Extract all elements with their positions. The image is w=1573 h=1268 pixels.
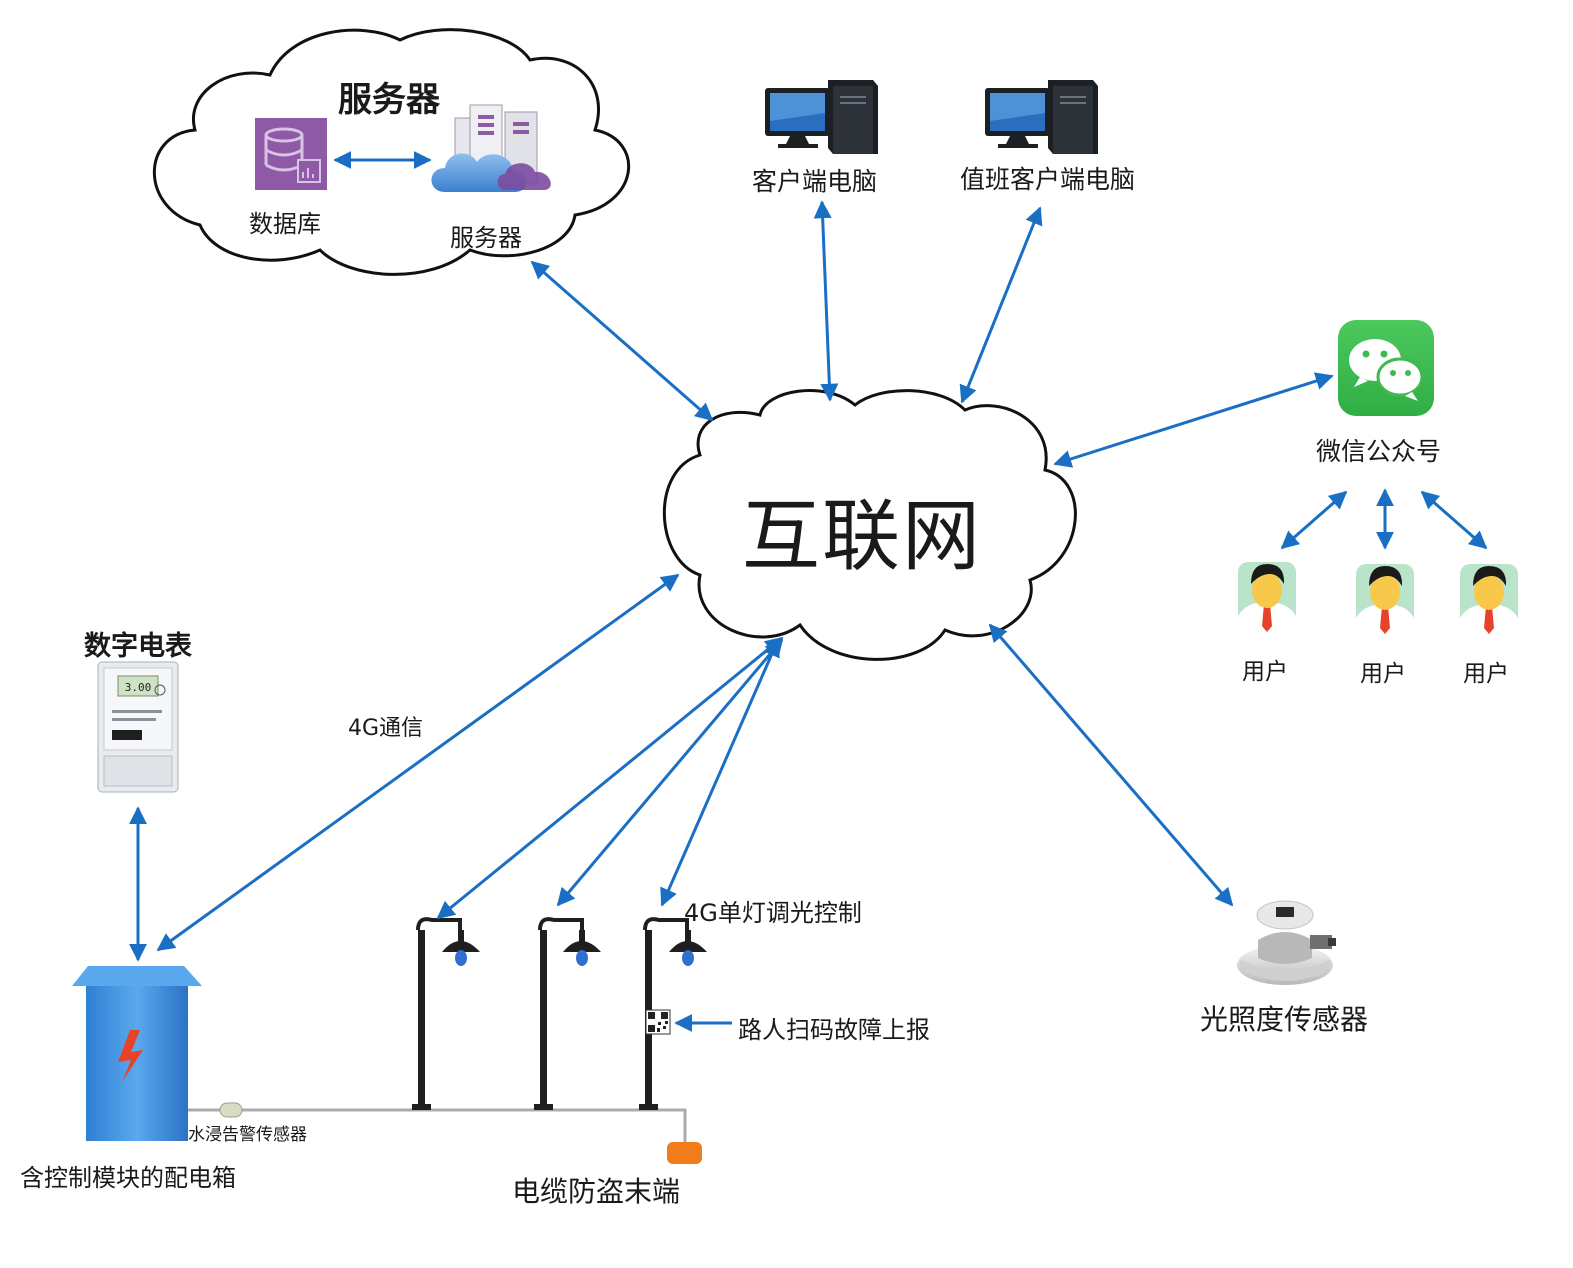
digital-meter-icon: 3.00 <box>97 661 179 793</box>
qr-code-icon <box>645 1009 671 1035</box>
light-sensor-label: 光照度传感器 <box>1200 1003 1369 1036</box>
client-pc-icon <box>765 80 878 154</box>
single-lamp-label: 4G单灯调光控制 <box>684 899 862 927</box>
meter-display: 3.00 <box>125 681 152 694</box>
duty-pc-icon <box>985 80 1098 154</box>
internet-label: 互联网 <box>742 492 983 582</box>
arrow-internet-lightsensor <box>988 623 1234 907</box>
arrow-dutypc-internet <box>959 206 1043 404</box>
arrow-wechat-user1 <box>1280 490 1348 550</box>
wechat-label: 微信公众号 <box>1316 437 1442 466</box>
comm-4g-label: 4G通信 <box>348 716 424 741</box>
qr-report-label: 路人扫码故障上报 <box>738 1016 930 1044</box>
arrow-server-internet <box>530 260 714 422</box>
distribution-cabinet-icon <box>72 966 202 1141</box>
arrow-internet-lamp1 <box>436 636 784 920</box>
database-label: 数据库 <box>249 210 321 238</box>
user-avatar-1 <box>1238 562 1296 632</box>
wechat-icon <box>1338 320 1434 416</box>
client-pc-label: 客户端电脑 <box>752 167 878 196</box>
arrow-internet-lamp3 <box>660 638 780 907</box>
arrow-wechat-user3 <box>1420 490 1488 550</box>
water-sensor-icon <box>219 1102 243 1118</box>
server-cloud-outline <box>152 28 631 276</box>
server-cloud-title: 服务器 <box>338 80 440 120</box>
duty-pc-label: 值班客户端电脑 <box>960 165 1136 194</box>
user-label-3: 用户 <box>1463 661 1509 687</box>
cable-terminal-icon <box>667 1142 702 1164</box>
water-sensor-label: 水浸告警传感器 <box>188 1125 307 1145</box>
user-label-2: 用户 <box>1360 661 1406 687</box>
meter-label: 数字电表 <box>84 631 192 662</box>
arrow-internet-cabinet <box>156 573 680 952</box>
cabinet-label: 含控制模块的配电箱 <box>20 1164 236 1192</box>
power-cable <box>188 1108 687 1145</box>
arrow-wechat-internet <box>1053 372 1334 468</box>
user-avatar-3 <box>1460 564 1518 634</box>
street-lamp-2 <box>534 917 601 1110</box>
user-avatar-2 <box>1356 564 1414 634</box>
cable-terminal-label: 电缆防盗末端 <box>512 1175 681 1208</box>
connection-arrows <box>129 151 1488 1032</box>
user-label-1: 用户 <box>1242 659 1288 685</box>
arrow-clientpc-internet <box>813 200 839 402</box>
street-lamp-1 <box>412 917 480 1110</box>
light-sensor-icon <box>1237 900 1336 985</box>
server-icon <box>431 104 551 192</box>
arrow-internet-lamp2 <box>556 638 784 907</box>
database-icon <box>255 118 327 190</box>
server-label: 服务器 <box>450 224 522 252</box>
